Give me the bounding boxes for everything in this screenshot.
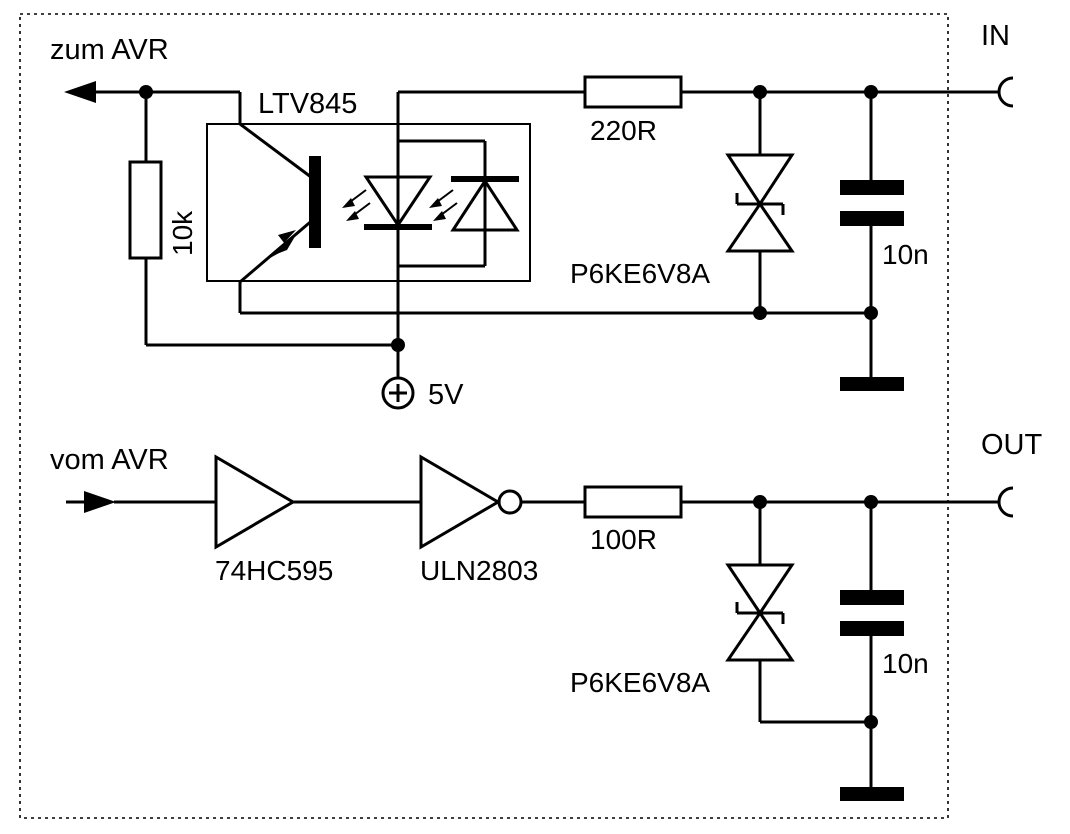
board-outline: [19, 13, 949, 819]
optocoupler-label: LTV845: [258, 88, 357, 120]
tvs-diode-out-label: P6KE6V8A: [570, 667, 710, 698]
driver-label: ULN2803: [420, 555, 538, 586]
shift-register-label: 74HC595: [215, 555, 333, 586]
capacitor-out-label: 10n: [882, 648, 929, 679]
optocoupler: [206, 92, 531, 345]
supply-5v-label: 5V: [428, 379, 464, 411]
tvs-diode-in-label: P6KE6V8A: [570, 258, 710, 289]
series-resistor-out-label: 100R: [590, 524, 657, 555]
capacitor-out: [840, 495, 904, 801]
in-connector: [997, 76, 1014, 108]
zum-avr-label: zum AVR: [50, 34, 169, 66]
output-circuit: vom AVR 74HC595 ULN2803 100R: [50, 429, 1043, 801]
pullup-resistor-label: 10k: [167, 210, 198, 256]
ground-out: [840, 787, 904, 801]
supply-5v: [381, 338, 415, 410]
series-resistor-in: [398, 75, 1000, 109]
out-connector: [997, 486, 1014, 518]
capacitor-in-label: 10n: [882, 239, 929, 270]
ground-in: [840, 377, 904, 391]
series-resistor-out: [521, 485, 1000, 519]
shift-register-buffer: [214, 454, 296, 550]
output-arrow: [66, 491, 216, 513]
out-port-label: OUT: [981, 429, 1043, 461]
input-arrow: [64, 81, 240, 103]
vom-avr-label: vom AVR: [50, 444, 169, 476]
capacitor-in: [840, 85, 904, 391]
pullup-resistor: [128, 92, 398, 347]
junction-pullup-top: [139, 85, 153, 99]
driver-inverter: [419, 454, 523, 550]
series-resistor-in-label: 220R: [590, 115, 657, 146]
in-port-label: IN: [981, 20, 1010, 52]
tvs-diode-out: [725, 495, 871, 724]
input-circuit: zum AVR 10k: [50, 20, 1014, 411]
tvs-diode-in: [725, 85, 795, 320]
